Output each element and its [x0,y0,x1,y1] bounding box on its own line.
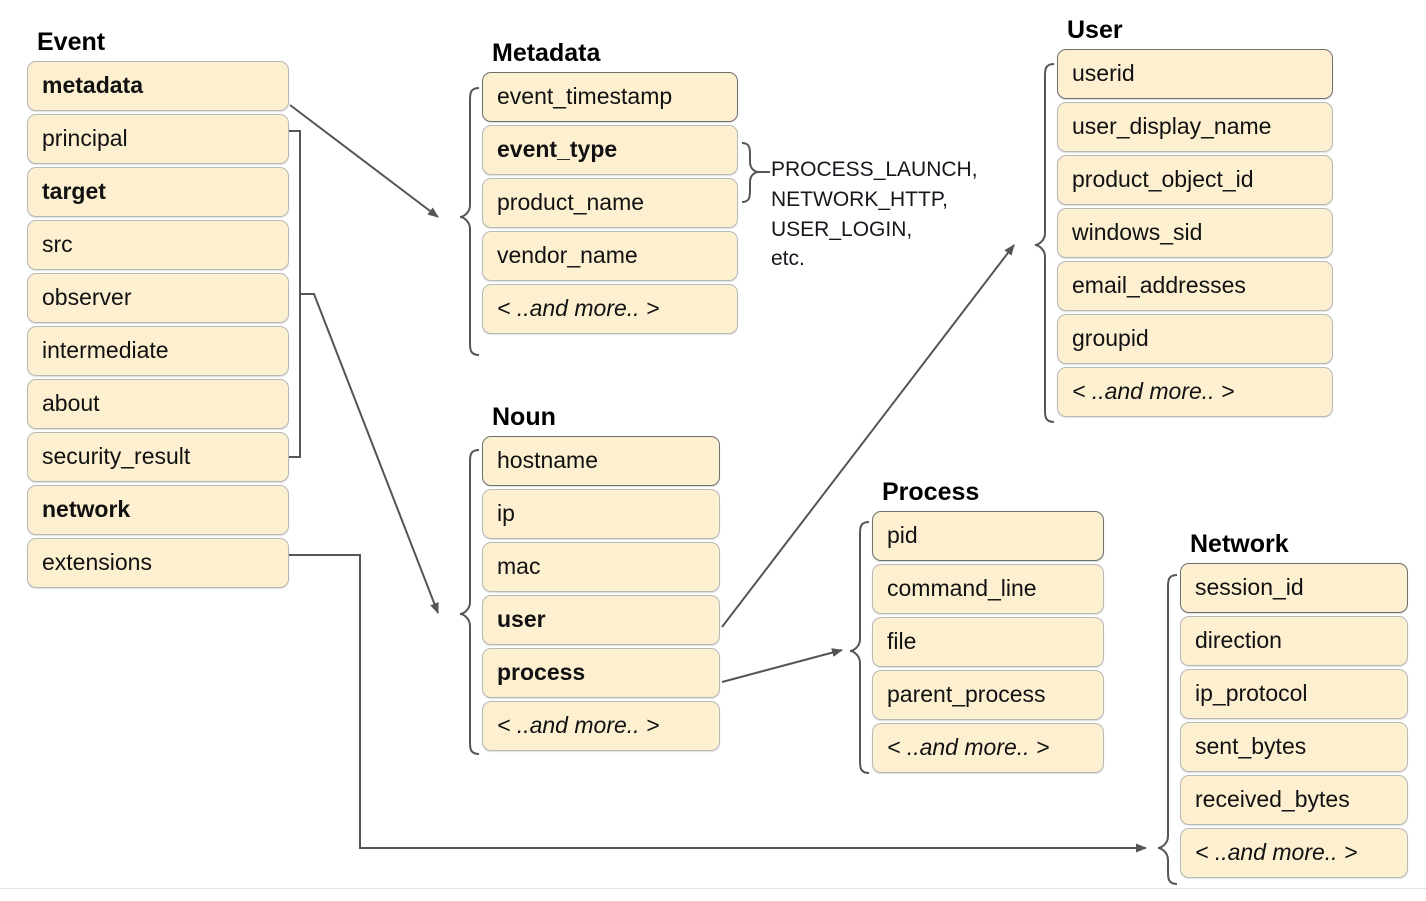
wire-metadata-to-metadata-group [289,104,439,218]
field-list-event: metadata principal target src observer i… [27,61,289,588]
field-list-network: session_id direction ip_protocol sent_by… [1180,563,1408,878]
field-noun-hostname[interactable]: hostname [482,436,720,486]
group-network: Network session_id direction ip_protocol… [1180,532,1408,881]
field-process-command-line[interactable]: command_line [872,564,1104,614]
field-metadata-product-name[interactable]: product_name [482,178,738,228]
group-title-user: User [1067,16,1123,44]
group-title-noun: Noun [492,403,556,431]
noun-group-brace [459,449,480,755]
field-process-and-more[interactable]: < ..and more.. > [872,723,1104,773]
bottom-divider [0,888,1426,889]
group-noun: Noun hostname ip mac user process < ..an… [482,405,720,754]
wire-event-nouns-to-noun-group [300,293,439,614]
field-user-userid[interactable]: userid [1057,49,1333,99]
group-metadata: Metadata event_timestamp event_type prod… [482,41,738,337]
field-event-metadata[interactable]: metadata [27,61,289,111]
field-network-direction[interactable]: direction [1180,616,1408,666]
field-user-groupid[interactable]: groupid [1057,314,1333,364]
field-list-user: userid user_display_name product_object_… [1057,49,1333,417]
user-group-brace [1034,63,1055,423]
field-list-noun: hostname ip mac user process < ..and mor… [482,436,720,751]
field-noun-mac[interactable]: mac [482,542,720,592]
field-event-principal[interactable]: principal [27,114,289,164]
field-user-email-addresses[interactable]: email_addresses [1057,261,1333,311]
field-event-observer[interactable]: observer [27,273,289,323]
field-noun-ip[interactable]: ip [482,489,720,539]
field-metadata-and-more[interactable]: < ..and more.. > [482,284,738,334]
field-event-src[interactable]: src [27,220,289,270]
field-network-sent-bytes[interactable]: sent_bytes [1180,722,1408,772]
field-user-windows-sid[interactable]: windows_sid [1057,208,1333,258]
field-network-received-bytes[interactable]: received_bytes [1180,775,1408,825]
field-list-process: pid command_line file parent_process < .… [872,511,1104,773]
wire-noun-process-to-process-group [721,648,843,683]
field-metadata-event-type[interactable]: event_type [482,125,738,175]
event-subgroup-bracket [289,130,301,458]
field-noun-and-more[interactable]: < ..and more.. > [482,701,720,751]
group-title-metadata: Metadata [492,39,601,67]
field-user-and-more[interactable]: < ..and more.. > [1057,367,1333,417]
field-user-product-object-id[interactable]: product_object_id [1057,155,1333,205]
group-title-network: Network [1190,530,1289,558]
field-network-ip-protocol[interactable]: ip_protocol [1180,669,1408,719]
group-process: Process pid command_line file parent_pro… [872,480,1104,776]
field-noun-user[interactable]: user [482,595,720,645]
process-group-brace [849,521,870,774]
field-event-network[interactable]: network [27,485,289,535]
group-event: Event metadata principal target src obse… [27,30,289,591]
field-metadata-vendor-name[interactable]: vendor_name [482,231,738,281]
field-event-extensions[interactable]: extensions [27,538,289,588]
field-process-parent-process[interactable]: parent_process [872,670,1104,720]
field-process-file[interactable]: file [872,617,1104,667]
field-user-user-display-name[interactable]: user_display_name [1057,102,1333,152]
field-process-pid[interactable]: pid [872,511,1104,561]
field-network-and-more[interactable]: < ..and more.. > [1180,828,1408,878]
group-title-event: Event [37,28,106,56]
field-metadata-event-timestamp[interactable]: event_timestamp [482,72,738,122]
metadata-group-brace [459,87,480,356]
field-event-about[interactable]: about [27,379,289,429]
annotation-event-type-values: PROCESS_LAUNCH, NETWORK_HTTP, USER_LOGIN… [771,158,978,271]
field-event-target[interactable]: target [27,167,289,217]
field-noun-process[interactable]: process [482,648,720,698]
field-network-session-id[interactable]: session_id [1180,563,1408,613]
field-event-intermediate[interactable]: intermediate [27,326,289,376]
field-event-security-result[interactable]: security_result [27,432,289,482]
group-user: User userid user_display_name product_ob… [1057,18,1333,420]
network-group-brace [1157,574,1178,885]
event-type-brace [741,142,760,203]
field-list-metadata: event_timestamp event_type product_name … [482,72,738,334]
group-title-process: Process [882,478,980,506]
